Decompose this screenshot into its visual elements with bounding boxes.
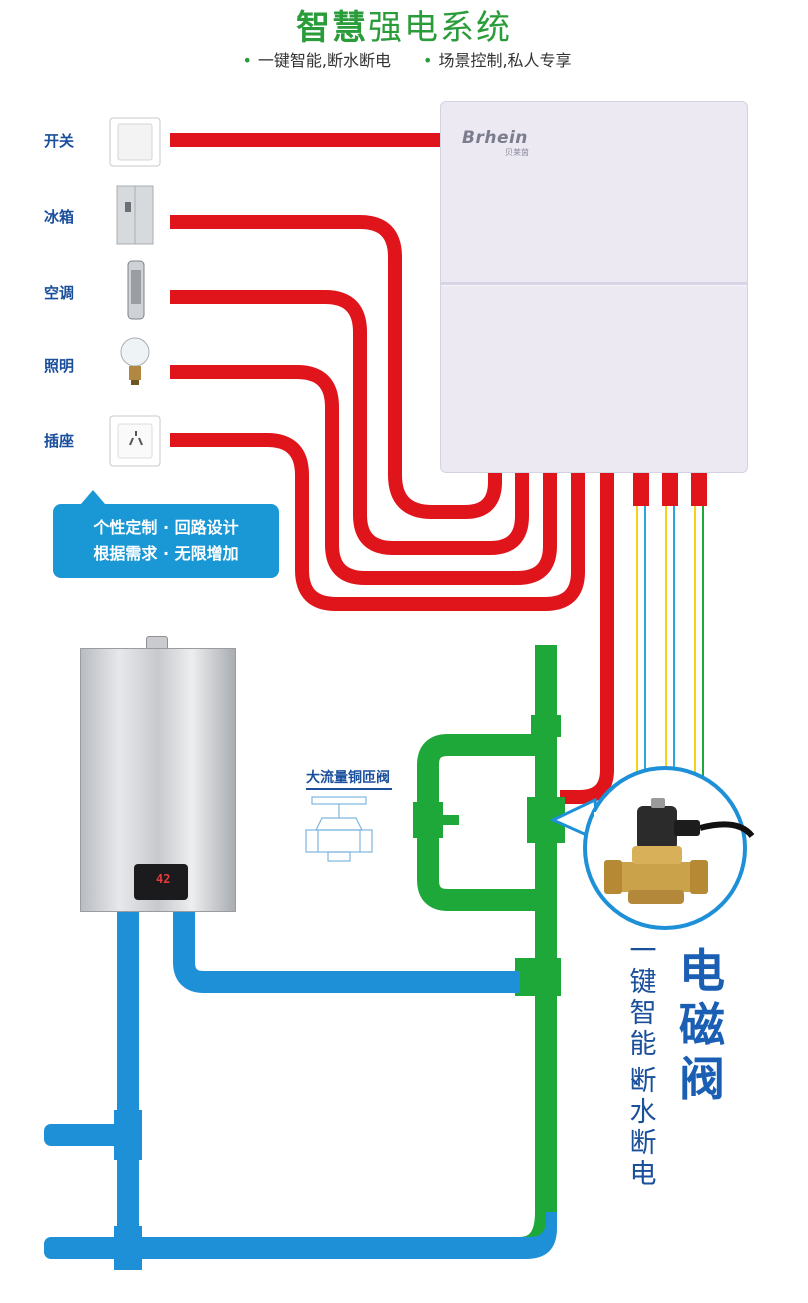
appliance-label-switch: 开关 <box>44 132 75 150</box>
green-fittings <box>413 715 565 996</box>
solenoid-title-char: 阀 <box>679 1052 725 1106</box>
custom-circuit-callout: 个性定制 · 回路设计 根据需求 · 无限增加 <box>53 490 279 578</box>
wire-ac <box>170 290 529 555</box>
power-wires <box>170 133 614 804</box>
socket-icon <box>109 415 161 467</box>
terminals <box>633 473 707 506</box>
blue-pipes <box>52 912 520 1259</box>
solenoid-title-char: 电 <box>679 944 725 998</box>
distribution-panel <box>440 101 748 473</box>
subtitle-right: 场景控制,私人专享 <box>438 51 572 70</box>
callout-line-2: 根据需求 · 无限增加 <box>93 544 239 563</box>
air-conditioner-icon <box>127 260 145 320</box>
caption-char: 、 <box>629 1060 657 1091</box>
wire-light <box>170 365 557 585</box>
light-bulb-icon <box>120 337 150 385</box>
switch-icon <box>109 117 161 167</box>
caption-char: 水 <box>629 1097 657 1128</box>
solenoid-valve-icon <box>604 798 755 904</box>
page-subtitle: • 一键智能,断水断电 • 场景控制,私人专享 <box>0 50 808 72</box>
bullet-dot: • <box>423 51 433 70</box>
solenoid-caption-2: 断 水 断 电 <box>626 1066 660 1190</box>
caption-char: 电 <box>629 1159 657 1190</box>
callout-line-1: 个性定制 · 回路设计 <box>93 518 239 537</box>
page-title: 智慧强电系统 <box>0 6 808 50</box>
panel-divider <box>441 282 747 286</box>
gate-valve-icon <box>305 796 373 862</box>
wire-socket <box>170 433 585 611</box>
solenoid-title: 电 磁 阀 <box>672 944 732 1106</box>
green-pipes <box>417 645 557 1259</box>
appliance-label-fridge: 冰箱 <box>44 208 75 226</box>
caption-char: 断 <box>629 1066 657 1097</box>
panel-brand: Brhein <box>462 128 528 148</box>
title-light: 强电系统 <box>368 8 512 48</box>
solenoid-title-char: 磁 <box>679 998 725 1052</box>
solenoid-caption-1: 一 键 智 能 、 <box>626 936 660 1091</box>
appliance-label-ac: 空调 <box>44 284 75 302</box>
appliance-label-light: 照明 <box>44 357 75 375</box>
appliance-label-socket: 插座 <box>44 432 75 450</box>
caption-char: 键 <box>629 967 657 998</box>
bullet-dot: • <box>242 51 252 70</box>
title-bold: 智慧 <box>296 8 368 48</box>
subtitle-left: 一键智能,断水断电 <box>257 51 391 70</box>
caption-char: 能 <box>629 1029 657 1060</box>
signal-wires <box>636 506 704 790</box>
heater-display-value: 42 <box>156 872 171 886</box>
gate-valve-label: 大流量铜匝阀 <box>306 768 392 790</box>
blue-fittings <box>44 1110 557 1270</box>
caption-char: 智 <box>629 998 657 1029</box>
panel-brand-sub: 贝莱茵 <box>505 148 529 157</box>
caption-char: 一 <box>629 936 657 967</box>
fridge-icon <box>116 185 154 245</box>
caption-char: 断 <box>629 1128 657 1159</box>
heater-display <box>134 864 188 900</box>
wire-valve <box>560 472 614 804</box>
blue-hot-pipe <box>173 912 520 993</box>
wire-fridge <box>170 215 502 519</box>
